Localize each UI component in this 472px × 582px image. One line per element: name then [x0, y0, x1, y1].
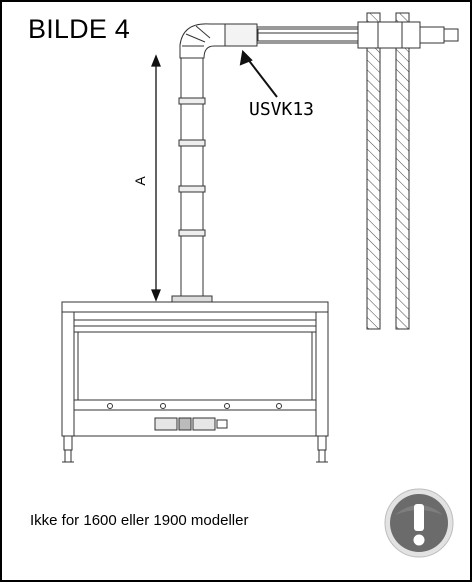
horizontal-flue-pipe — [224, 21, 459, 49]
warning-exclamation-icon — [384, 488, 454, 558]
dimension-label: A — [132, 176, 148, 186]
pipe-code-label: USVK13 — [249, 99, 315, 120]
wall-section — [366, 12, 410, 330]
dimension-arrow-a — [151, 54, 161, 302]
figure-title: BILDE 4 — [28, 14, 130, 44]
pipe-elbow — [179, 23, 226, 59]
callout-arrow — [239, 49, 278, 98]
fireplace-unit — [61, 301, 329, 463]
warning-note: Ikke for 1600 eller 1900 modeller — [30, 512, 249, 529]
vertical-flue-pipe — [171, 57, 213, 303]
